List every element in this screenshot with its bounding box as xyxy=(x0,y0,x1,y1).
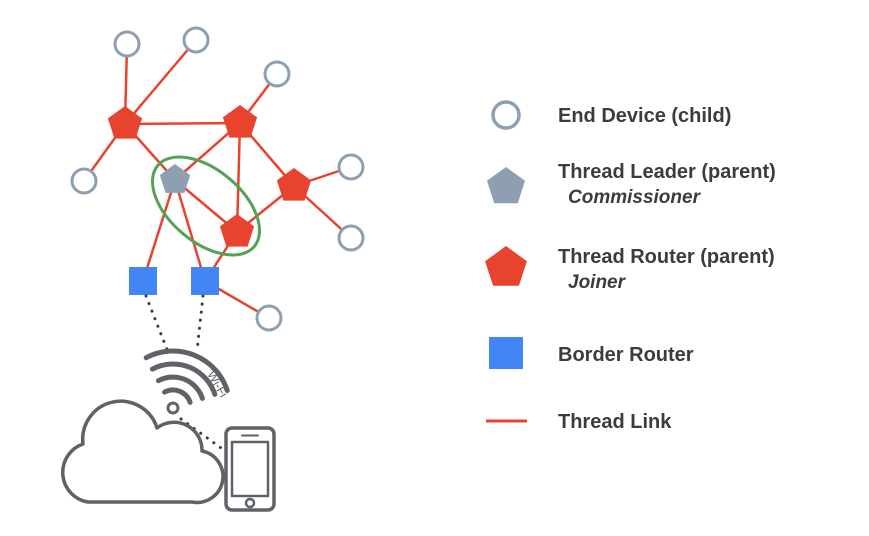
end-device-node xyxy=(337,153,365,181)
end-device-node xyxy=(263,60,291,88)
thread-leader-node xyxy=(159,164,191,193)
legend-thread-leader-icon xyxy=(487,167,525,204)
cloud-outline xyxy=(61,399,225,505)
thread-network xyxy=(70,26,365,332)
cloud-icon xyxy=(61,399,225,505)
commissioning-group-ellipse xyxy=(150,155,262,257)
backhaul-dotted-link xyxy=(195,294,205,353)
wifi-vertex-dot xyxy=(166,401,180,415)
wifi-arc xyxy=(149,361,218,397)
border-router-node xyxy=(129,267,157,295)
wifi-arc xyxy=(143,348,230,393)
end-device-node xyxy=(182,26,210,54)
thread-link xyxy=(124,39,197,125)
legend-thread-leader-sublabel: Commissioner xyxy=(568,187,702,208)
thread-router-node xyxy=(222,105,258,138)
end-device-node xyxy=(70,167,98,195)
backhaul-dotted-link xyxy=(144,294,170,354)
thread-link xyxy=(124,121,241,126)
thread-link xyxy=(141,179,177,282)
smartphone-screen xyxy=(230,440,270,498)
smartphone-home-button xyxy=(244,497,256,509)
wifi-arc xyxy=(155,374,205,401)
legend-end-device-label: End Device (child) xyxy=(558,105,731,127)
end-device-node xyxy=(255,304,283,332)
legend-border-router-label: Border Router xyxy=(558,344,694,366)
legend-thread-router-sublabel: Joiner xyxy=(568,272,627,293)
wifi-arc xyxy=(162,387,193,405)
thread-link xyxy=(235,122,242,233)
thread-router-node xyxy=(219,214,255,247)
wifi-icon xyxy=(143,348,230,415)
end-device-node xyxy=(337,224,365,252)
legend-thread-leader-label: Thread Leader (parent) xyxy=(558,161,776,183)
legend: End Device (child) Thread Leader (parent… xyxy=(485,100,776,433)
smartphone-icon xyxy=(224,426,276,512)
legend-thread-router-icon xyxy=(485,246,527,286)
legend-thread-router-label: Thread Router (parent) xyxy=(558,246,775,268)
end-device-node xyxy=(113,30,141,58)
legend-end-device-icon xyxy=(491,100,521,130)
thread-router-node xyxy=(107,106,143,139)
border-router-node xyxy=(191,267,219,295)
thread-router-node xyxy=(276,168,312,201)
thread-link xyxy=(173,179,207,282)
legend-thread-link-label: Thread Link xyxy=(558,411,672,433)
infrastructure-icons: Wi-Fi xyxy=(61,348,276,512)
legend-border-router-icon xyxy=(489,337,523,369)
